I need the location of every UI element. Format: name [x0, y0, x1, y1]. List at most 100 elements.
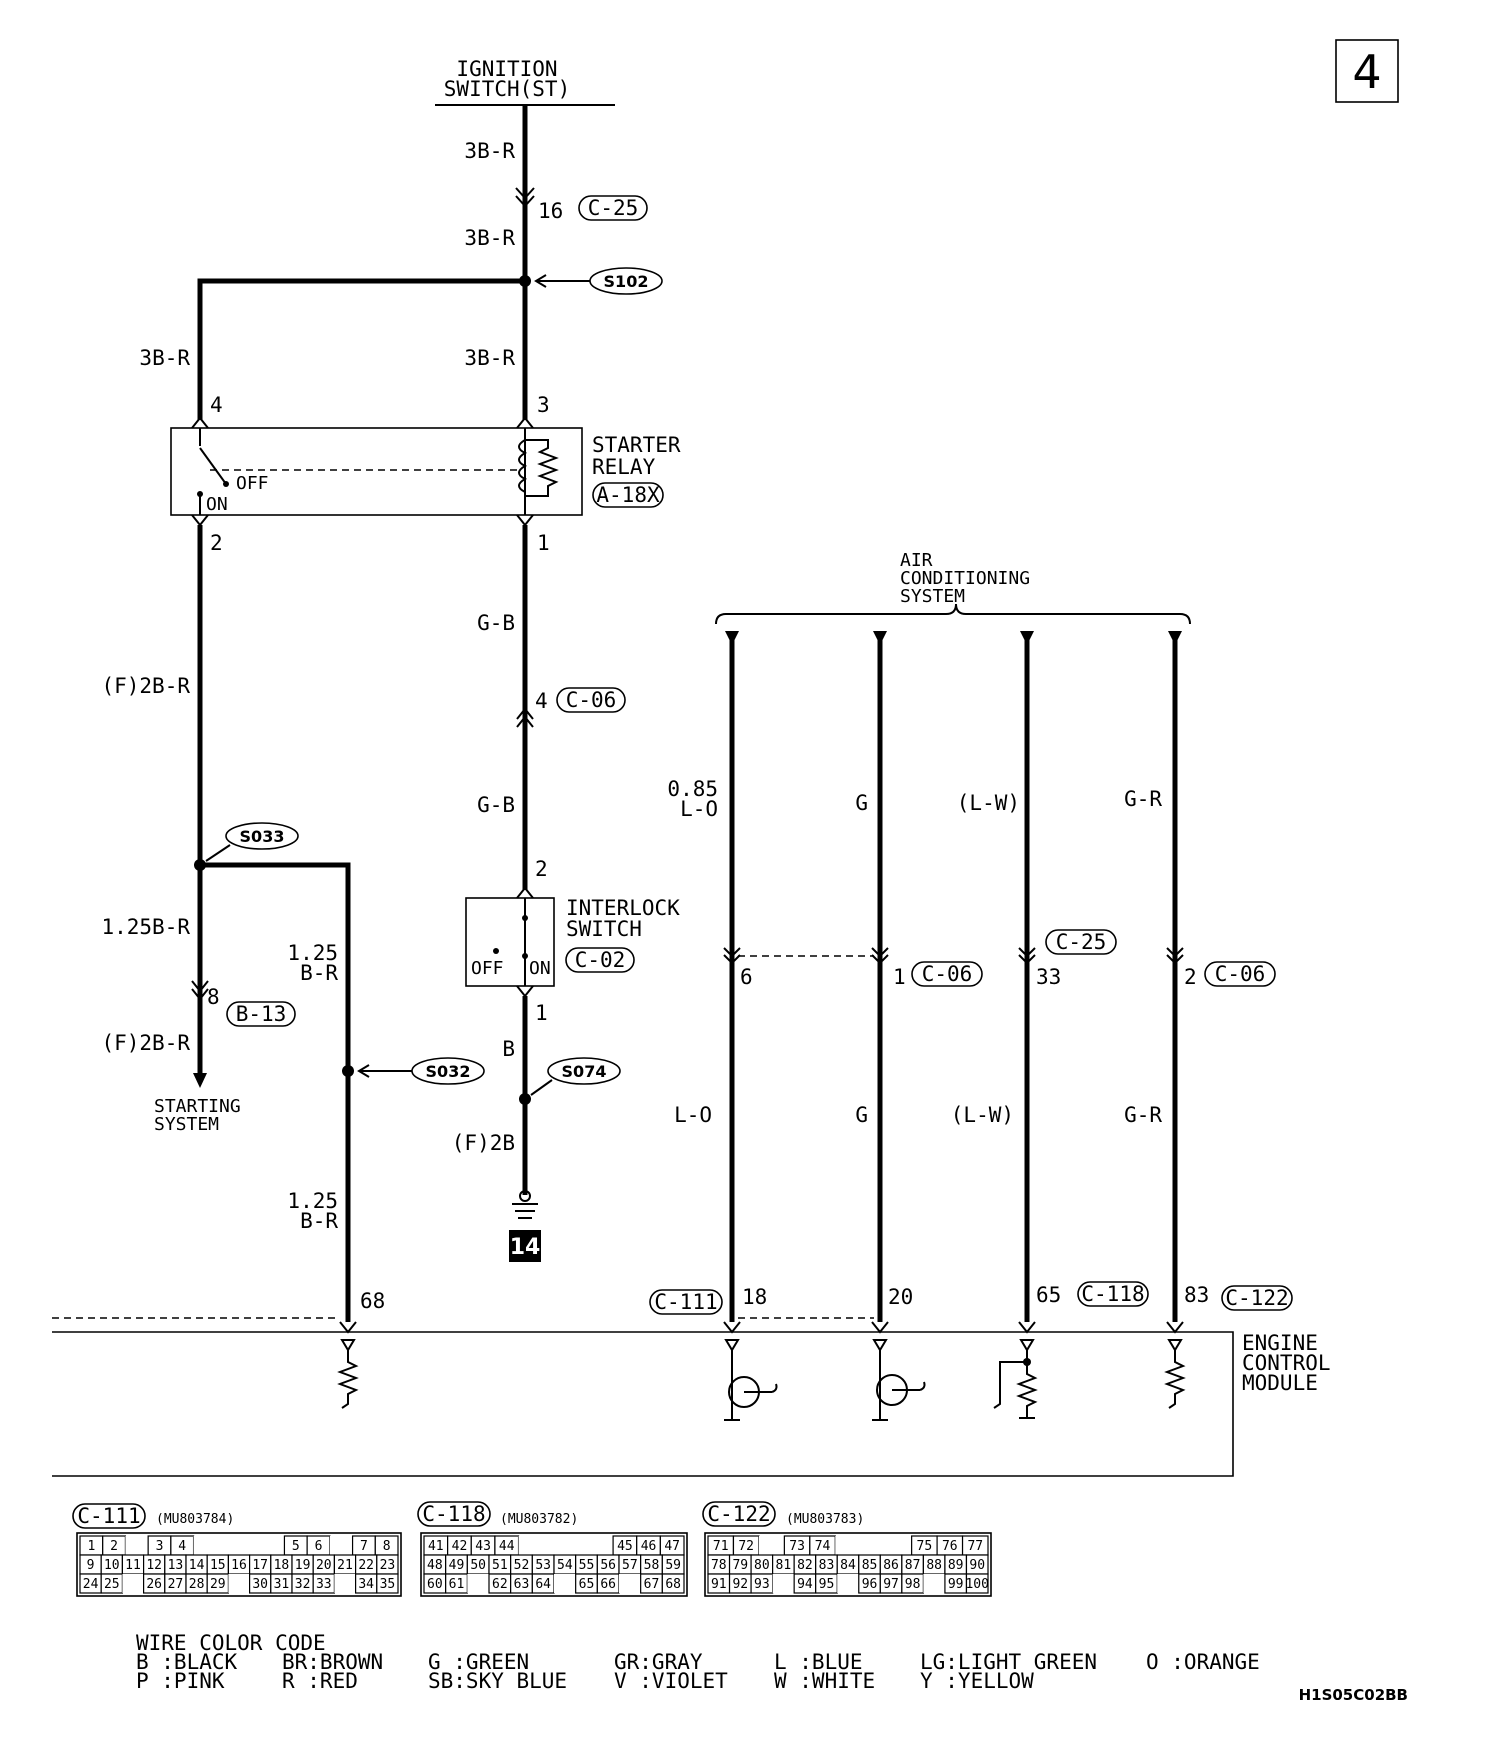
pin-1b: 1 [535, 1001, 548, 1025]
conn-b13: B-13 [236, 1002, 287, 1026]
connector-pin: 56 [600, 1558, 616, 1573]
ecm-65-tri [1019, 1339, 1035, 1352]
connector-pin: 54 [557, 1558, 573, 1573]
conn-c02-badge [565, 947, 635, 973]
ac-1-low: L-O [674, 1103, 712, 1127]
ac-label-3: SYSTEM [900, 586, 965, 607]
connector-pin: 97 [883, 1577, 899, 1592]
branch-b-2: B-R [300, 1209, 338, 1233]
splice-s102-badge [589, 267, 663, 295]
conn-c118-badge [1077, 1281, 1149, 1307]
relay-pin-3: 3 [537, 393, 550, 417]
splice-s033-badge [225, 822, 299, 850]
splice-s102: S102 [604, 272, 649, 291]
connector-pin: 93 [754, 1577, 770, 1592]
ground-point-box [509, 1230, 541, 1262]
connector-cell [965, 1573, 989, 1594]
ac-1-top-b: L-O [680, 797, 718, 821]
connector-blank [835, 1536, 861, 1555]
connector-blank [239, 1536, 262, 1555]
ecm-20-tri [872, 1339, 888, 1352]
ecm-in-65 [1018, 1321, 1036, 1334]
connector-pin: 92 [732, 1577, 748, 1592]
relay-sw-off-contact [223, 481, 229, 487]
ecm-label-3: MODULE [1242, 1371, 1318, 1395]
ac-1-pin: 6 [740, 965, 753, 989]
connector-pin: 20 [316, 1558, 332, 1573]
legend-brown: BR:BROWN [282, 1650, 383, 1674]
connector-pin: 30 [252, 1577, 268, 1592]
connector-pin: 79 [732, 1558, 748, 1573]
wire-label-left-end: (F)2B-R [101, 1031, 190, 1055]
connector-blank [886, 1536, 912, 1555]
connector-pin: 82 [797, 1558, 813, 1573]
connector-blank [565, 1536, 590, 1555]
conn-c122: C-122 [1225, 1286, 1288, 1310]
conn-c118: C-118 [1081, 1282, 1144, 1306]
conn-c111: C-111 [654, 1290, 717, 1314]
connector-pin: 73 [789, 1539, 805, 1554]
connector-pin: 77 [967, 1539, 983, 1554]
ecm-18-tri [724, 1339, 740, 1352]
conn-c122-badge [1221, 1285, 1293, 1311]
connector-blank [467, 1574, 489, 1593]
starter-relay-box [170, 427, 583, 516]
connector-blank [261, 1536, 285, 1555]
connector-pin: 19 [295, 1558, 311, 1573]
ac-3-conn-badge [1045, 929, 1117, 955]
connector-c122-part: (MU803783) [786, 1512, 864, 1527]
wire-label-relay-left: 3B-R [139, 346, 190, 370]
ac-label-1: AIR [900, 550, 933, 571]
pin-68: 68 [360, 1289, 385, 1313]
legend-white: W :WHITE [774, 1669, 875, 1693]
connector-cell [445, 1573, 468, 1594]
starting-system-1: STARTING [154, 1096, 241, 1117]
arrow-c06-a [516, 715, 534, 728]
connector-pin: 10 [104, 1558, 120, 1573]
ac-1-head [725, 631, 739, 645]
ac-4-low: G-R [1124, 1103, 1162, 1127]
legend-pink: P :PINK [136, 1669, 225, 1693]
ac-4-top: G-R [1124, 787, 1162, 811]
pin-8: 8 [207, 985, 220, 1009]
relay-sw-blade [199, 447, 227, 485]
connector-c118-part: (MU803782) [500, 1512, 578, 1527]
wire-label-gb-top: G-B [477, 611, 515, 635]
connector-pin: 60 [427, 1577, 443, 1592]
connector-pin: 17 [252, 1558, 268, 1573]
relay-in-3 [516, 416, 534, 429]
ac-1-arrow-a [723, 947, 741, 958]
connector-c122-badge [702, 1501, 776, 1527]
connector-cell [901, 1573, 924, 1594]
connector-pin: 96 [862, 1577, 878, 1592]
legend-red: R :RED [282, 1669, 358, 1693]
ecm-68-resistor [337, 1350, 359, 1409]
pin-2b: 2 [535, 857, 548, 881]
connector-pin: 81 [776, 1558, 792, 1573]
connector-pin: 63 [514, 1577, 530, 1592]
connector-pin: 7 [360, 1539, 368, 1554]
connector-pin: 11 [125, 1558, 141, 1573]
connector-pin: 43 [475, 1539, 491, 1554]
connector-pin: 62 [492, 1577, 508, 1592]
legend-sky-blue: SB:SKY BLUE [428, 1669, 567, 1693]
ignition-label-1: IGNITION [456, 57, 557, 81]
ac-2-head [873, 631, 887, 645]
ground-eyelet [519, 1190, 531, 1202]
page-number: 4 [1352, 45, 1381, 99]
connector-pin: 34 [358, 1577, 374, 1592]
relay-in-4 [191, 416, 209, 429]
splice-s033: S033 [240, 827, 285, 846]
connector-pin: 41 [428, 1539, 444, 1554]
connector-pin: 61 [449, 1577, 465, 1592]
connector-pin: 48 [427, 1558, 443, 1573]
ecm-label-2: CONTROL [1242, 1351, 1331, 1375]
legend-black: B :BLACK [136, 1650, 238, 1674]
wire-label-b: B [502, 1037, 515, 1061]
connector-pin: 90 [969, 1558, 985, 1573]
arrow-ign-1 [515, 187, 535, 200]
connector-outline [704, 1532, 992, 1597]
connector-pin: 57 [622, 1558, 638, 1573]
connector-pin: 91 [711, 1577, 727, 1592]
